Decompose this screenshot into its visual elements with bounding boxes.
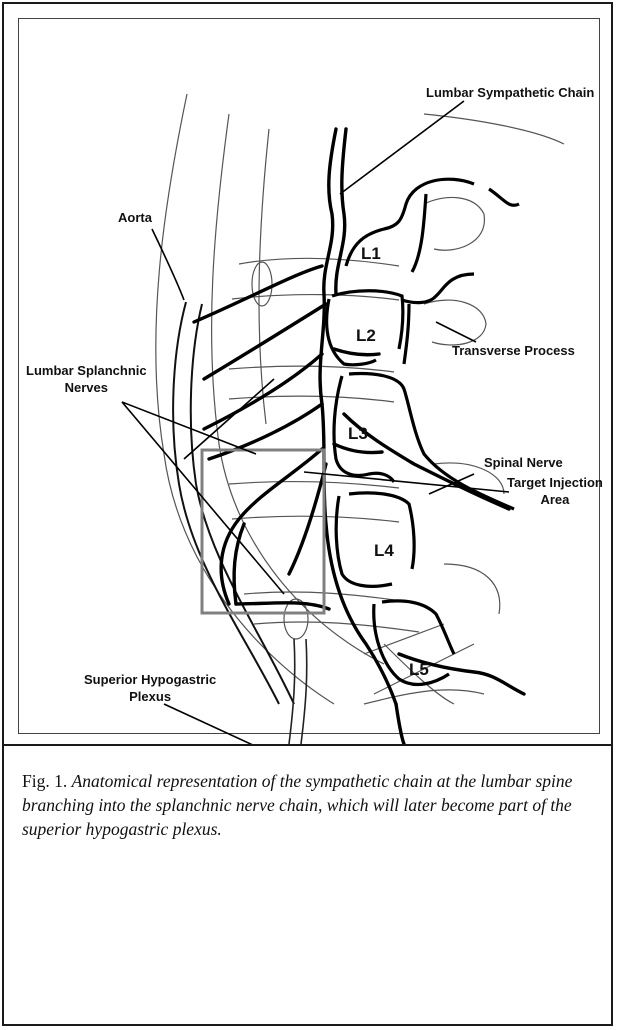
label-lumbar-splanchnic-line2: Nerves bbox=[26, 379, 147, 396]
vertebra-label-l1: L1 bbox=[361, 244, 381, 264]
label-transverse-process: Transverse Process bbox=[452, 342, 575, 359]
figure-area: Lumbar Sympathetic Chain Aorta Lumbar Sp… bbox=[4, 4, 611, 746]
spine-front-outline bbox=[259, 129, 269, 424]
vertebra-label-l3: L3 bbox=[348, 424, 368, 444]
label-spinal-nerve: Spinal Nerve bbox=[484, 454, 563, 471]
leader-splanchnic-3 bbox=[184, 379, 274, 459]
leader-plexus bbox=[164, 704, 294, 744]
vertebra-label-l4: L4 bbox=[374, 541, 394, 561]
label-aorta: Aorta bbox=[118, 209, 152, 226]
label-target-line2: Area bbox=[507, 491, 603, 508]
label-lumbar-sympathetic-chain: Lumbar Sympathetic Chain bbox=[426, 84, 594, 101]
caption-text: Anatomical representation of the sympath… bbox=[22, 771, 572, 839]
upper-outline bbox=[424, 114, 564, 144]
plexus-vessel bbox=[289, 639, 307, 744]
caption-number: Fig. 1. bbox=[22, 771, 67, 791]
leader-splanchnic-1 bbox=[122, 402, 256, 454]
label-superior-hypogastric-line1: Superior Hypogastric bbox=[84, 671, 216, 688]
label-lumbar-splanchnic-nerves: Lumbar Splanchnic Nerves bbox=[26, 362, 147, 396]
label-superior-hypogastric-line2: Plexus bbox=[84, 688, 216, 705]
vertebra-label-l5: L5 bbox=[409, 660, 429, 680]
body-contour-inner bbox=[212, 114, 384, 664]
label-target-line1: Target Injection bbox=[507, 474, 603, 491]
vertebra-label-l2: L2 bbox=[356, 326, 376, 346]
label-lumbar-splanchnic-line1: Lumbar Splanchnic bbox=[26, 362, 147, 379]
label-target-injection-area: Target Injection Area bbox=[507, 474, 603, 508]
figure-caption: Fig. 1. Anatomical representation of the… bbox=[22, 769, 597, 841]
leader-transverse-process bbox=[436, 322, 476, 342]
leader-aorta bbox=[152, 229, 184, 300]
label-superior-hypogastric-plexus: Superior Hypogastric Plexus bbox=[84, 671, 216, 705]
